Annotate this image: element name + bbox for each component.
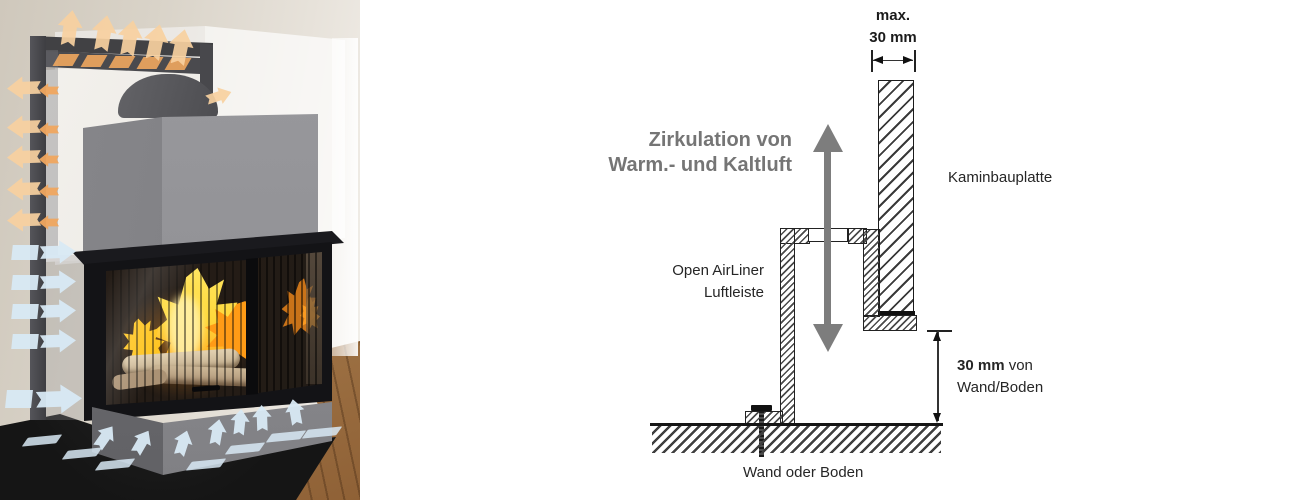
airliner-bottom-bar	[863, 315, 917, 331]
ground-hatch	[652, 426, 941, 453]
glass-corner-post	[246, 258, 258, 395]
airliner-left-vertical	[780, 228, 795, 426]
cold-air-tail	[11, 245, 39, 260]
ghost-casing-edge	[332, 38, 358, 356]
ground-label: Wand oder Boden	[743, 464, 864, 481]
ghost-side-strip	[46, 50, 58, 255]
dimension-arrow-vertical	[925, 327, 955, 426]
ground-line	[650, 423, 943, 426]
hood-right-face	[162, 114, 318, 252]
kaminbauplatte-panel	[878, 80, 914, 313]
glass-reflection	[106, 260, 246, 405]
distance-label: 30 mm von Wand/Boden	[957, 357, 1044, 396]
reeded-glass-texture	[258, 252, 322, 393]
firebox-glass-left	[106, 260, 246, 405]
hood-left-face	[83, 117, 162, 260]
airliner-label: Open AirLiner Luftleiste	[672, 262, 764, 301]
diagram-title: Zirkulation von Warm.- und Kaltluft	[560, 128, 792, 178]
cold-air-tail	[11, 304, 39, 319]
dimension-arrow-horizontal	[868, 50, 918, 74]
cold-air-tail	[11, 275, 39, 290]
diagram-title-line1: Zirkulation von	[648, 129, 792, 151]
kaminbauplatte-label: Kaminbauplatte	[948, 169, 1053, 186]
circulation-arrow-icon	[810, 124, 846, 352]
fireplace-photo	[0, 0, 360, 500]
airliner-diagram: Zirkulation von Warm.- und Kaltluft max.…	[560, 0, 1100, 500]
reeded-glass-texture	[106, 260, 246, 405]
kaminbauplatte-bottom-line	[878, 311, 915, 315]
airliner-right-vertical	[863, 229, 880, 317]
max-width-label: max. 30 mm	[869, 7, 917, 46]
cold-air-tail	[11, 334, 39, 349]
diagram-title-line2: Warm.- und Kaltluft	[608, 154, 792, 176]
fixing-screw-head	[751, 405, 772, 411]
firebox-glass-right	[258, 252, 322, 393]
cold-air-tail	[5, 390, 33, 408]
